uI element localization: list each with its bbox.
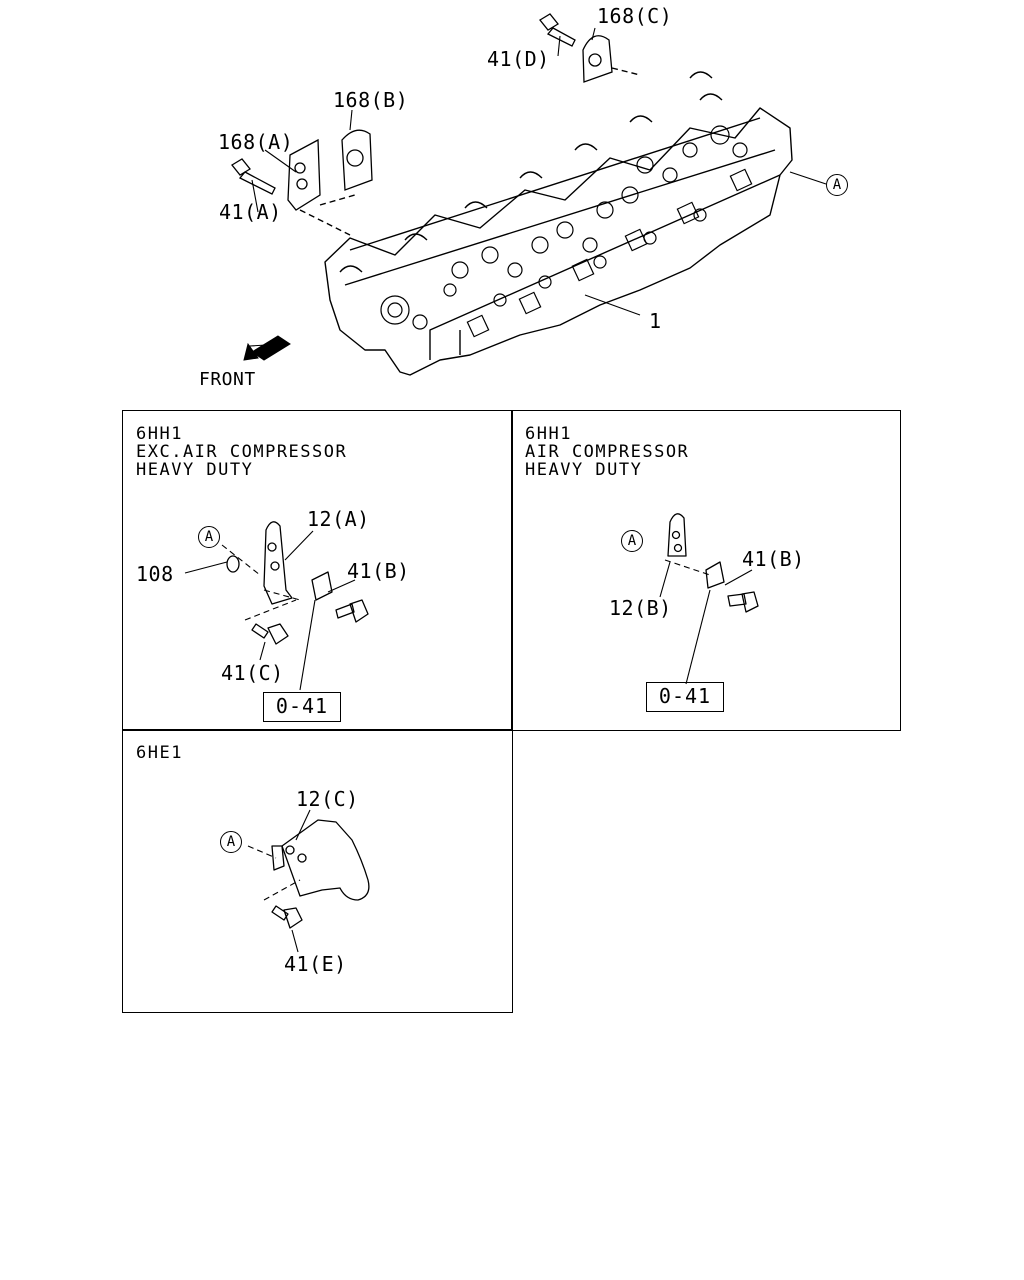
panel-2-reference-a-circle: A — [621, 530, 643, 552]
panel-1-header-line-3: HEAVY DUTY — [136, 460, 254, 480]
panel-2-header-line-2: AIR COMPRESSOR — [525, 442, 690, 462]
callout-41c: 41(C) — [221, 661, 284, 685]
panel-6hh1-air-compressor — [511, 410, 901, 731]
callout-168a: 168(A) — [218, 130, 294, 154]
bolt-41b-panel2 — [727, 591, 759, 613]
washer-108 — [226, 555, 240, 573]
panel-2-header-line-1: 6HH1 — [525, 424, 572, 444]
callout-108: 108 — [136, 562, 174, 586]
panel-1-reference-box: 0-41 — [263, 692, 341, 722]
callout-168b: 168(B) — [333, 88, 409, 112]
panel-3-reference-a-circle: A — [220, 831, 242, 853]
panel-2-reference-box: 0-41 — [646, 682, 724, 712]
panel-1-header-line-1: 6HH1 — [136, 424, 183, 444]
panel-2-header-line-3: HEAVY DUTY — [525, 460, 643, 480]
panel-1-callout-41b: 41(B) — [347, 559, 410, 583]
callout-41d: 41(D) — [487, 47, 550, 71]
panel-6hh1-exc-air-compressor — [122, 410, 513, 731]
front-arrow-icon — [243, 335, 291, 361]
bolt-41b-panel1 — [335, 599, 369, 623]
callout-41a: 41(A) — [219, 200, 282, 224]
callout-12a: 12(A) — [307, 507, 370, 531]
panel-1-header-line-2: EXC.AIR COMPRESSOR — [136, 442, 348, 462]
callout-12c: 12(C) — [296, 787, 359, 811]
bracket-12c — [281, 819, 370, 901]
callout-168c: 168(C) — [597, 4, 673, 28]
panel-1-reference-a-circle: A — [198, 526, 220, 548]
panel-2-callout-41b: 41(B) — [742, 547, 805, 571]
callout-12b: 12(B) — [609, 596, 672, 620]
bolt-41c — [251, 623, 289, 645]
panel-3-header-line-1: 6HE1 — [136, 743, 183, 763]
front-label: FRONT — [199, 369, 256, 390]
panel-6he1 — [122, 729, 513, 1013]
bracket-168a — [287, 138, 321, 211]
callout-41e: 41(E) — [284, 952, 347, 976]
bolt-41d — [539, 13, 576, 47]
reference-a-circle: A — [826, 174, 848, 196]
cylinder-head-outline — [324, 107, 793, 376]
bolt-41e — [271, 905, 303, 929]
bolt-41a — [231, 158, 276, 195]
callout-1: 1 — [649, 309, 662, 333]
